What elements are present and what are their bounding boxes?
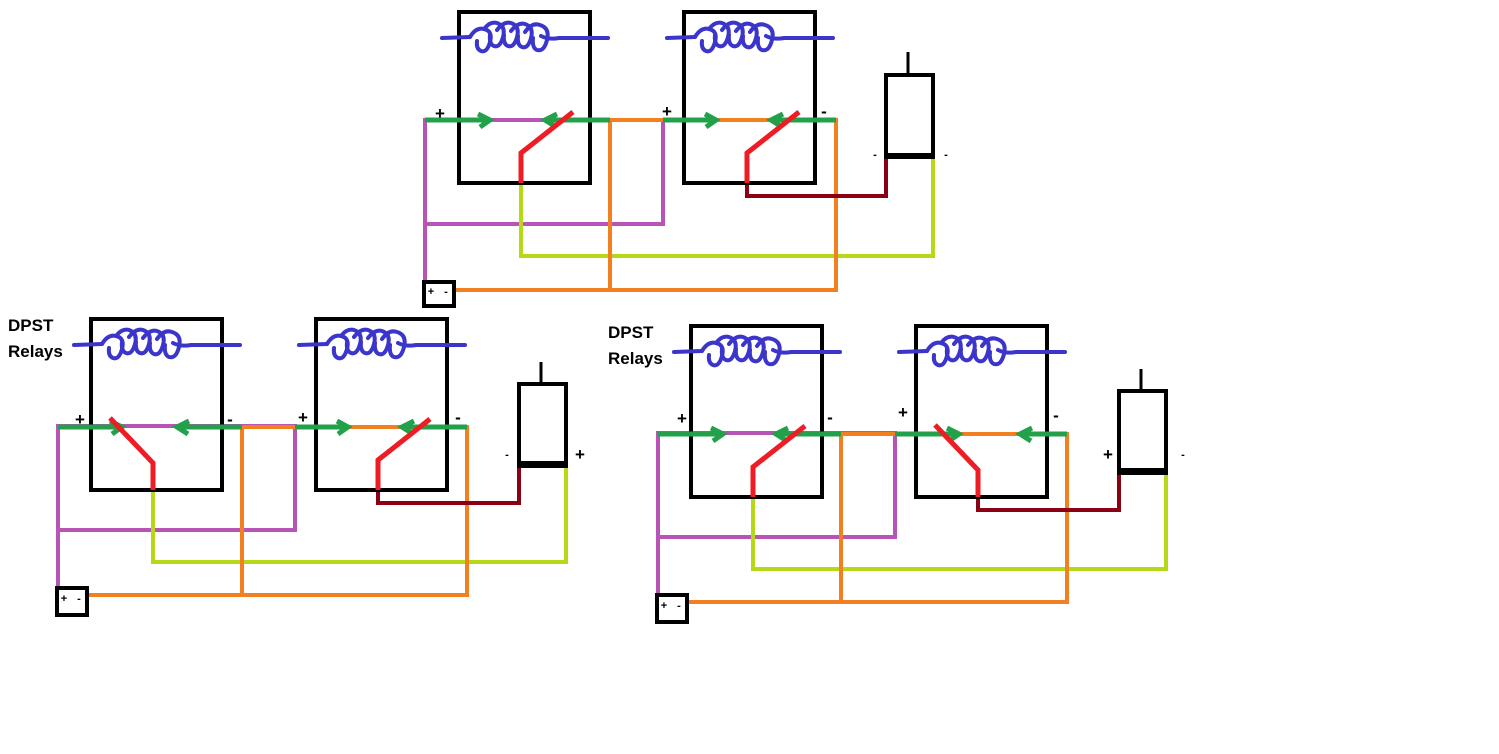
coil-icon	[665, 20, 835, 54]
relay-terminal-minus-label: -	[227, 410, 233, 429]
switch-arm[interactable]	[375, 417, 432, 490]
top-battery[interactable]: + -	[422, 280, 456, 308]
switch-arm[interactable]	[108, 416, 156, 490]
relay-terminal-plus-label: +	[677, 409, 687, 428]
motor-left-terminal-label: -	[505, 449, 509, 461]
bl-relay-1[interactable]: + -	[58, 317, 242, 492]
group-bottom-right: DPST Relays + -	[608, 323, 1185, 624]
wire-purple-top	[423, 118, 665, 290]
relay-body	[689, 324, 824, 499]
relay-body	[89, 317, 224, 492]
dpst-relays-label-left: DPST Relays	[8, 316, 63, 361]
battery-minus-label: -	[677, 600, 681, 612]
bl-motor[interactable]: - +	[505, 362, 585, 468]
coil-icon	[440, 20, 610, 54]
bl-battery[interactable]: + -	[55, 586, 89, 617]
wire-purple-bl	[56, 424, 297, 595]
battery-minus-label: -	[77, 593, 81, 605]
br-relay-1[interactable]: + -	[658, 324, 842, 499]
br-motor[interactable]: + -	[1103, 369, 1185, 475]
top-relay-2[interactable]: + -	[662, 10, 836, 185]
wire-yellowgreen-top	[519, 157, 935, 258]
switch-arm[interactable]	[750, 424, 807, 497]
group-top-center: + -	[422, 10, 948, 308]
battery-plus-label: +	[661, 600, 667, 612]
battery-body	[422, 280, 456, 308]
switch-arm[interactable]	[744, 110, 801, 183]
relay-body	[314, 317, 449, 492]
br-relay-2[interactable]: + -	[895, 324, 1067, 499]
battery-body	[55, 586, 89, 617]
switch-arm[interactable]	[518, 110, 575, 183]
contact-arrows	[658, 425, 841, 444]
wire-darkred-br	[976, 470, 1121, 512]
switch-arm[interactable]	[933, 423, 981, 497]
bl-relay-2[interactable]: + -	[295, 317, 467, 492]
contact-arrows	[58, 418, 242, 437]
coil-icon	[672, 334, 842, 368]
br-battery[interactable]: + -	[655, 593, 689, 624]
relay-terminal-minus-label: -	[1053, 406, 1059, 425]
relay-terminal-plus-label: +	[662, 102, 672, 121]
wire-yellowgreen-br	[751, 470, 1168, 571]
dpst-label-line1: DPST	[8, 316, 54, 335]
top-motor[interactable]: - -	[873, 52, 948, 161]
relay-terminal-minus-label: -	[827, 408, 833, 427]
motor-right-terminal-label: -	[944, 149, 948, 161]
wire-darkred-top	[745, 157, 888, 198]
coil-icon	[297, 327, 467, 361]
coil-icon	[897, 334, 1067, 368]
wire-purple-br	[656, 431, 897, 602]
motor-right-terminal-label: -	[1181, 449, 1185, 461]
contact-arrows	[295, 418, 467, 437]
relay-terminal-plus-label: +	[298, 408, 308, 427]
relay-body	[914, 324, 1049, 499]
contact-arrows	[895, 425, 1067, 444]
wire-yellowgreen-bl	[151, 463, 568, 564]
battery-plus-label: +	[428, 286, 434, 298]
motor-right-terminal-label: +	[575, 445, 585, 464]
relay-terminal-plus-label: +	[435, 104, 445, 123]
dpst-label-line2: Relays	[8, 342, 63, 361]
relay-body	[457, 10, 592, 185]
relay-terminal-minus-label: -	[455, 408, 461, 427]
group-bottom-left: DPST Relays + -	[8, 316, 585, 617]
dpst-label-line1: DPST	[608, 323, 654, 342]
relay-terminal-plus-label: +	[898, 403, 908, 422]
top-relay-1[interactable]: + -	[425, 10, 610, 185]
contact-arrows	[425, 111, 610, 130]
wire-darkred-bl	[376, 463, 521, 505]
dpst-relays-label-right: DPST Relays	[608, 323, 663, 368]
motor-left-terminal-label: +	[1103, 445, 1113, 464]
motor-left-terminal-label: -	[873, 149, 877, 161]
battery-plus-label: +	[61, 593, 67, 605]
battery-minus-label: -	[444, 286, 448, 298]
dpst-label-line2: Relays	[608, 349, 663, 368]
battery-body	[655, 593, 689, 624]
coil-icon	[72, 327, 242, 361]
relay-terminal-minus-label: -	[821, 102, 827, 121]
relay-terminal-plus-label: +	[75, 410, 85, 429]
contact-arrows	[663, 111, 836, 130]
